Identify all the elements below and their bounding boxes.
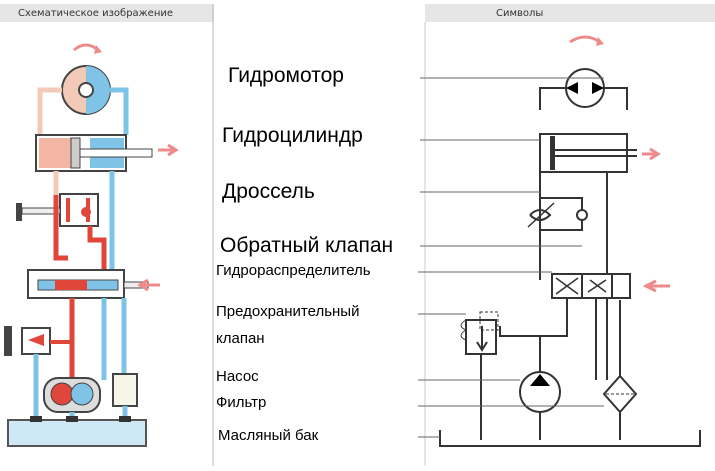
label-distributor: Гидрораспределитель — [216, 262, 371, 279]
symbol-motor — [539, 35, 628, 110]
symbol-distributor — [551, 273, 670, 299]
label-check-valve: Обратный клапан — [220, 234, 394, 257]
symbol-cylinder — [539, 133, 661, 173]
symbol-check-valve — [540, 197, 588, 231]
label-cylinder: Гидроцилиндр — [222, 124, 363, 147]
symbol-throttle — [527, 202, 555, 228]
right-panel-title: Символы — [496, 8, 544, 19]
label-filter: Фильтр — [216, 394, 267, 411]
label-pump: Насос — [216, 368, 259, 385]
label-throttle: Дроссель — [222, 180, 315, 203]
left-relief-valve — [4, 326, 51, 356]
label-relief-line1: Предохранительный — [216, 303, 360, 320]
left-tank — [7, 416, 147, 447]
left-panel-title: Схематическое изображение — [18, 8, 174, 19]
left-pump — [43, 377, 101, 413]
left-panel-header — [0, 4, 214, 22]
symbol-filter — [602, 374, 638, 414]
symbol-pump — [519, 371, 561, 413]
label-motor: Гидромотор — [228, 64, 344, 87]
left-distributor — [27, 269, 160, 299]
left-cylinder — [35, 134, 179, 172]
right-panel-header — [425, 4, 715, 22]
left-motor — [61, 43, 111, 115]
label-tank: Масляный бак — [218, 427, 319, 444]
left-filter — [112, 373, 138, 407]
left-throttle-block — [16, 193, 99, 227]
label-relief-line2: клапан — [216, 330, 265, 347]
symbol-relief-valve — [460, 311, 499, 355]
symbol-tank — [439, 430, 701, 447]
